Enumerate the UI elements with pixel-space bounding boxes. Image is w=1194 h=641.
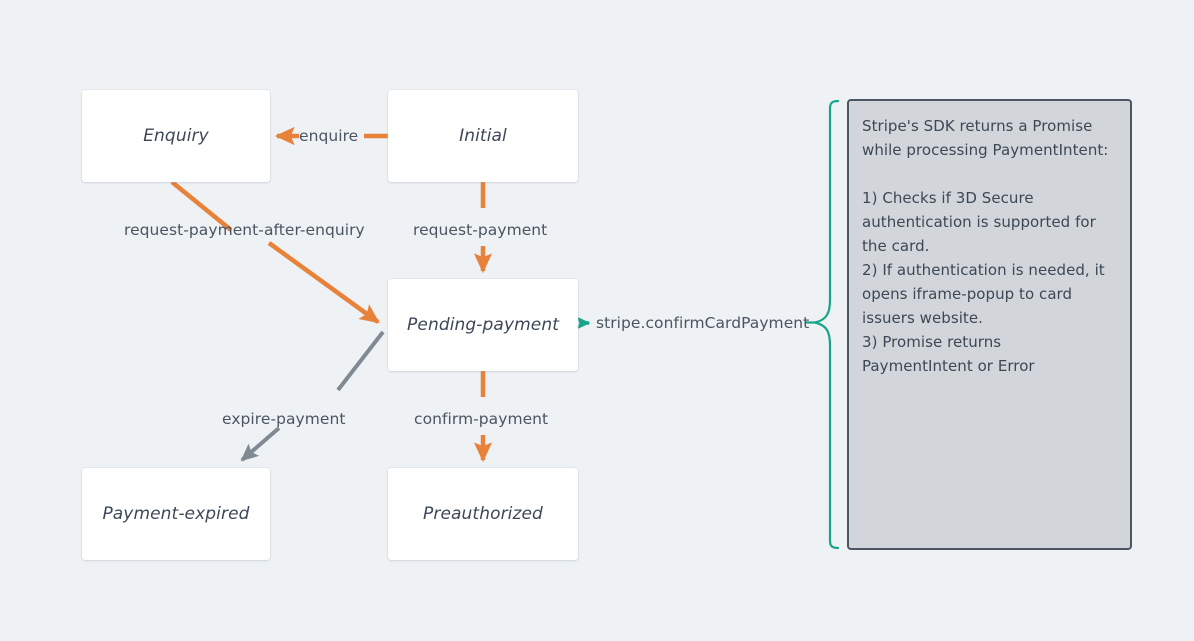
edge-expire-payment <box>240 330 385 462</box>
state-node-preauthorized[interactable]: Preauthorized <box>388 468 578 560</box>
state-label-initial: Initial <box>459 126 507 146</box>
state-node-enquiry[interactable]: Enquiry <box>82 90 270 182</box>
state-label-payment-expired: Payment-expired <box>102 504 250 524</box>
state-node-payment-expired[interactable]: Payment-expired <box>82 468 270 560</box>
annotation-arrow-label: stripe.confirmCardPayment <box>596 314 810 332</box>
annotation-note-box: Stripe's SDK returns a Promise while pro… <box>847 99 1132 550</box>
edge-label-enquire: enquire <box>299 127 359 145</box>
edge-label-request-payment: request-payment <box>413 221 548 239</box>
edge-label-expire-payment: expire-payment <box>222 410 346 428</box>
state-label-enquiry: Enquiry <box>143 126 209 146</box>
state-label-preauthorized: Preauthorized <box>423 504 543 524</box>
state-label-pending-payment: Pending-payment <box>407 315 559 335</box>
edge-request-payment-after-enquiry <box>170 180 380 324</box>
state-node-pending-payment[interactable]: Pending-payment <box>388 279 578 371</box>
state-node-initial[interactable]: Initial <box>388 90 578 182</box>
annotation-brace-icon <box>804 99 840 550</box>
annotation-note-text: Stripe's SDK returns a Promise while pro… <box>862 117 1109 375</box>
edge-label-request-payment-after-enquiry: request-payment-after-enquiry <box>124 221 365 239</box>
edge-label-confirm-payment: confirm-payment <box>414 410 549 428</box>
